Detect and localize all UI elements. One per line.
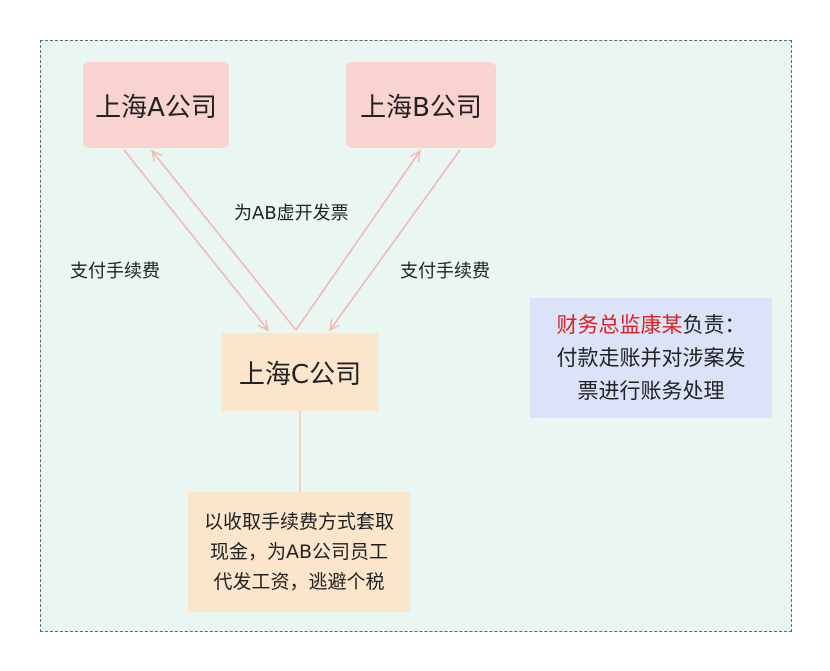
note-line: 代发工资，逃避个税 <box>213 571 385 593</box>
edge-label-fee-right: 支付手续费 <box>400 261 490 282</box>
arrow-c-to-b <box>295 151 420 331</box>
responsibility-heading: 财务总监康某负责： <box>557 309 746 342</box>
responsibility-suffix: 负责： <box>682 312 746 337</box>
arrow-b-to-c <box>330 149 461 330</box>
node-company-b: 上海B公司 <box>346 62 496 148</box>
responsibility-line: 付款走账并对涉案发 <box>556 345 746 370</box>
node-company-b-label: 上海B公司 <box>360 92 482 123</box>
node-company-c: 上海C公司 <box>222 333 378 411</box>
edge-label-invoice: 为AB虚开发票 <box>234 203 349 224</box>
responsibility-line: 票进行账务处理 <box>577 378 725 403</box>
note-line: 以收取手续费方式套取 <box>203 511 394 533</box>
node-company-a: 上海A公司 <box>83 62 229 148</box>
node-company-c-label: 上海C公司 <box>238 359 362 390</box>
arrow-a-to-c <box>123 149 268 330</box>
edge-label-fee-left: 支付手续费 <box>70 261 160 282</box>
arrow-c-to-a <box>152 151 297 331</box>
responsible-person: 财务总监康某 <box>556 312 683 337</box>
node-company-a-label: 上海A公司 <box>95 92 217 123</box>
note-box: 以收取手续费方式套取 现金，为AB公司员工 代发工资，逃避个税 <box>188 492 410 612</box>
note-line: 现金，为AB公司员工 <box>209 541 389 563</box>
responsibility-box: 财务总监康某负责： 付款走账并对涉案发 票进行账务处理 <box>530 298 772 418</box>
